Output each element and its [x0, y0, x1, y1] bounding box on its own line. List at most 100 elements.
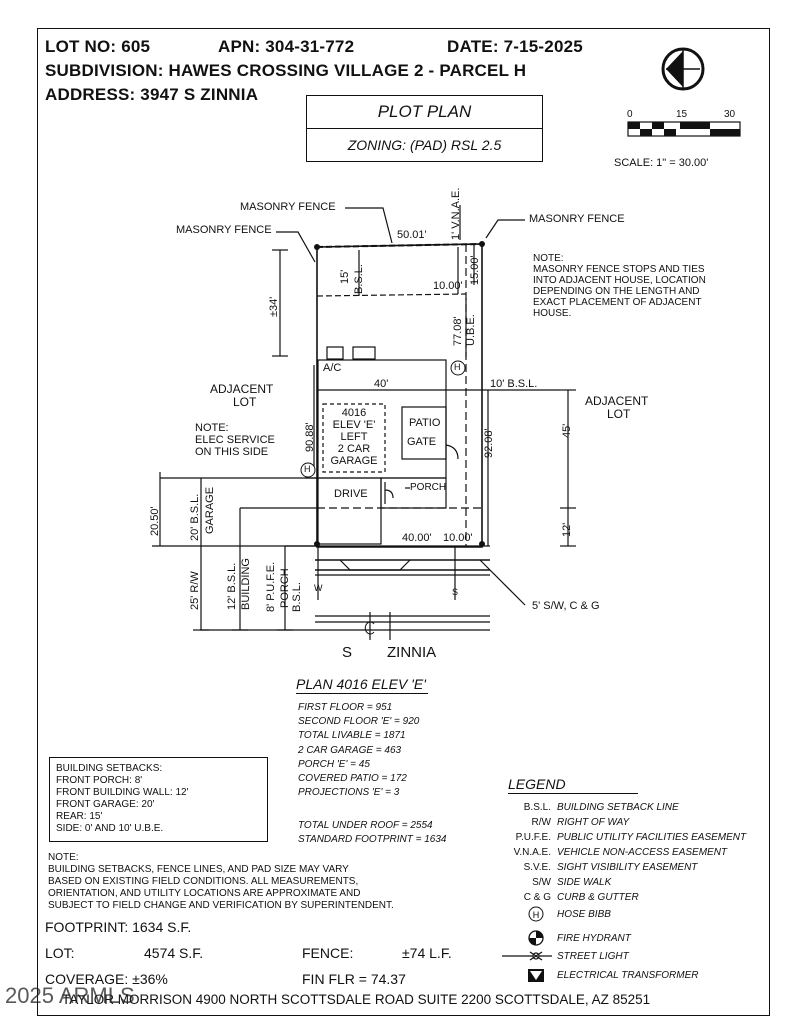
legend-desc: SIDE WALK	[557, 877, 612, 888]
legend-abbr: P.U.F.E.	[515, 832, 551, 843]
setback-line: BUILDING SETBACKS:	[56, 763, 163, 774]
note-line: NOTE:	[48, 852, 79, 863]
legend-abbr: S.V.E.	[523, 862, 551, 873]
scale-tick-15: 15	[676, 109, 688, 120]
watermark: 2025 ARMLS	[5, 983, 135, 1008]
legend-desc: CURB & GUTTER	[557, 892, 639, 903]
street-direction: S	[342, 644, 353, 661]
date: DATE: 7-15-2025	[447, 37, 583, 56]
sidewalk-label: 5' S/W, C & G	[532, 600, 600, 612]
fence-note-2: MASONRY FENCE STOPS AND TIES	[533, 264, 705, 275]
coverage: COVERAGE: ±36%	[45, 971, 168, 987]
setbacks-box	[49, 757, 268, 842]
fire-hydrant-icon	[528, 930, 544, 946]
house-label-3: LEFT	[340, 431, 368, 443]
dim-15-bsl: 15'	[339, 269, 351, 284]
fence-note-4: DEPENDING ON THE LENGTH AND	[533, 286, 700, 297]
legend-item: S/W SIDE WALK	[496, 877, 611, 888]
legend-fire-hydrant: FIRE HYDRANT	[557, 933, 631, 944]
setback-line: REAR: 15'	[56, 811, 103, 822]
pufe-3: B.S.L.	[291, 582, 303, 612]
dim-12: 12'	[561, 522, 573, 537]
house-label-4: 2 CAR	[337, 443, 371, 455]
legend-item: B.S.L.BUILDING SETBACK LINE	[496, 802, 679, 813]
plan-stats-title: PLAN 4016 ELEV 'E'	[296, 676, 428, 694]
house-label-2: ELEV 'E'	[332, 419, 376, 431]
lot-number: LOT NO: 605	[45, 37, 151, 56]
street-light-icon	[502, 951, 552, 961]
legend-abbr: B.S.L.	[523, 802, 551, 813]
legend-desc: VEHICLE NON-ACCESS EASEMENT	[557, 847, 728, 858]
hose-bib-icon	[300, 360, 466, 478]
drive-label: DRIVE	[334, 488, 368, 500]
garage-bsl-2: GARAGE	[204, 486, 216, 534]
setbacks-list: BUILDING SETBACKS: FRONT PORCH: 8' FRONT…	[56, 763, 189, 835]
legend-transformer: ELECTRICAL TRANSFORMER	[557, 970, 699, 981]
footprint: FOOTPRINT: 1634 S.F.	[45, 919, 192, 935]
legend-abbr: R/W	[531, 817, 551, 828]
pufe-1: 8' P.U.F.E.	[265, 561, 277, 612]
note-line: ORIENTATION, AND UTILITY LOCATIONS ARE A…	[48, 888, 361, 899]
adjacent-lot-left-1: ADJACENT	[210, 382, 274, 396]
scale-label: SCALE: 1" = 30.00'	[614, 157, 709, 169]
lot-area-value: 4574 S.F.	[144, 945, 204, 961]
dim-vnae: 1' V.N.A.E.	[450, 187, 462, 240]
patio-label: PATIO	[409, 417, 441, 429]
north-arrow-icon	[661, 47, 705, 91]
fence-note: NOTE: MASONRY FENCE STOPS AND TIES INTO …	[533, 253, 706, 319]
plan-stat: SECOND FLOOR 'E' = 920	[298, 716, 420, 728]
fence-note-3: INTO ADJACENT HOUSE, LOCATION	[533, 275, 706, 286]
legend-item: V.N.A.E. VEHICLE NON-ACCESS EASEMENT	[496, 847, 727, 858]
dim-9208: 92.08'	[483, 428, 495, 458]
masonry-fence-right-label: MASONRY FENCE	[529, 213, 625, 225]
setback-line: FRONT PORCH: 8'	[56, 775, 143, 786]
dim-34: ±34'	[268, 296, 280, 317]
fence-note-5: EXACT PLACEMENT OF ADJACENT	[533, 297, 702, 308]
elec-note-3: ON THIS SIDE	[195, 446, 269, 458]
house-label-5: GARAGE	[330, 455, 378, 467]
plan-stat: TOTAL LIVABLE = 1871	[298, 730, 406, 742]
legend-item: S.V.E.SIGHT VISIBILITY EASEMENT	[496, 862, 698, 873]
dim-40-house: 40'	[374, 378, 389, 390]
legend-street-light: STREET LIGHT	[557, 951, 629, 962]
elec-note-1: NOTE:	[195, 422, 229, 434]
dim-9088: 90.88'	[304, 422, 316, 452]
house-label-1: 4016	[341, 407, 367, 419]
company-address: TAYLOR MORRISON 4900 NORTH SCOTTSDALE RO…	[62, 992, 651, 1007]
ube-label: U.B.E.	[465, 314, 477, 346]
lot-area-label: LOT:	[45, 945, 75, 961]
legend-abbr: S/W	[532, 877, 551, 888]
legend-abbr: V.N.A.E.	[513, 847, 551, 858]
note-line: BASED ON EXISTING FIELD CONDITIONS. ALL …	[48, 876, 359, 887]
plan-title: PLOT PLAN	[377, 102, 472, 121]
setback-line: FRONT BUILDING WALL: 12'	[56, 787, 189, 798]
water-w-label: W	[314, 583, 323, 593]
zoning: ZONING: (PAD) RSL 2.5	[347, 137, 502, 153]
legend-hose-bibb: HOSE BIBB	[557, 909, 611, 920]
plot-plan-sheet	[37, 28, 770, 1016]
elec-note-2: ELEC SERVICE	[195, 434, 275, 446]
title-divider	[306, 128, 543, 129]
legend-item: P.U.F.E. PUBLIC UTILITY FACILITIES EASEME…	[496, 832, 747, 843]
plan-stat: FIRST FLOOR = 951	[298, 702, 393, 713]
gate-label: GATE	[407, 436, 437, 448]
electrical-transformer-icon	[528, 969, 544, 982]
fence-note-6: HOUSE.	[533, 308, 572, 319]
legend-title: LEGEND	[508, 777, 638, 794]
fence-value: ±74 L.F.	[402, 945, 452, 961]
address: ADDRESS: 3947 S ZINNIA	[45, 85, 259, 104]
street-name: ZINNIA	[387, 644, 437, 661]
scale-bar-icon	[627, 121, 741, 137]
plan-stat: 2 CAR GARAGE = 463	[298, 744, 402, 756]
house-plan-label: 4016 ELEV 'E' LEFT 2 CAR GARAGE	[323, 407, 385, 467]
masonry-fence-top-label: MASONRY FENCE	[240, 201, 336, 213]
fence-note-1: NOTE:	[533, 253, 564, 264]
legend-desc: RIGHT OF WAY	[557, 817, 630, 828]
legend-desc: PUBLIC UTILITY FACILITIES EASEMENT	[557, 832, 747, 843]
pufe-2: PORCH	[279, 568, 291, 608]
standard-footprint: STANDARD FOOTPRINT = 1634	[298, 834, 447, 846]
dim-front-10: 10.00'	[443, 532, 473, 544]
total-under-roof: TOTAL UNDER ROOF = 2554	[298, 820, 433, 831]
bsl-10-label: 10' B.S.L.	[490, 378, 538, 390]
